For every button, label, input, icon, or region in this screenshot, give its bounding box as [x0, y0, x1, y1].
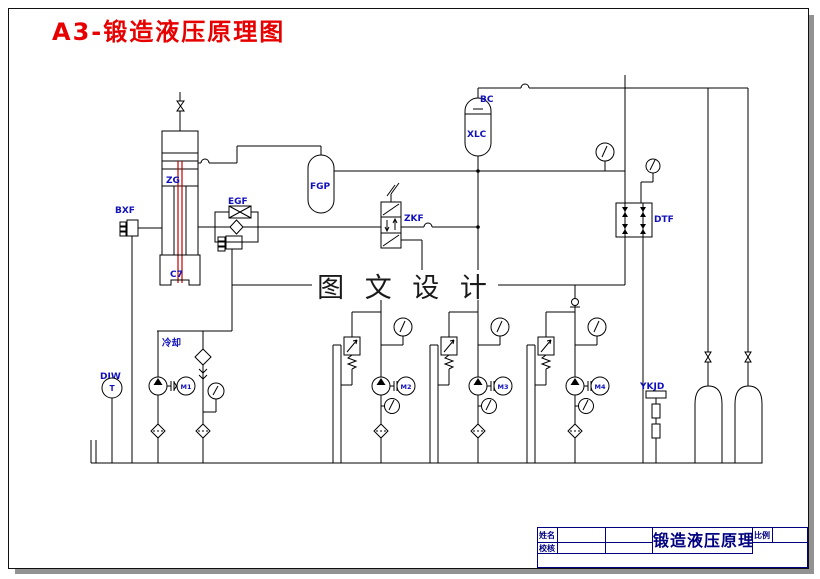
gauge-needle-icon — [601, 145, 608, 158]
label-fgp: FGP — [310, 182, 331, 192]
label-xlc: XLC — [467, 130, 487, 140]
egf-valve-block: EGF — [198, 197, 381, 331]
title-block: 姓名 校核 锻造液压原理图 比例 — [537, 527, 808, 568]
label-zg: ZG — [166, 176, 180, 186]
label-djw: DJW — [100, 372, 121, 382]
zkf-valve-group: ZKF — [380, 182, 480, 285]
watermark-halo — [312, 270, 498, 300]
label-dtf: DTF — [654, 215, 674, 225]
gas-bottle-1 — [694, 88, 723, 464]
pump-group-1: 冷却 M1 — [148, 330, 232, 463]
rod-port-line — [198, 145, 322, 164]
gas-bottle-2 — [734, 88, 763, 464]
label-bc: BC — [480, 95, 494, 105]
fgp-accumulator-group: FGP — [307, 154, 625, 214]
label-djw-t: T — [109, 384, 115, 393]
bottom-collector-line — [90, 440, 762, 464]
title-block-check-value — [558, 543, 606, 554]
pump-group-3: M3 — [429, 311, 513, 463]
title-block-check-label: 校核 — [538, 543, 558, 554]
label-egf: EGF — [228, 197, 248, 207]
label-zkf: ZKF — [404, 214, 424, 224]
check-valve-ball-icon — [571, 298, 579, 306]
breather-icon — [176, 100, 185, 112]
label-m4: M4 — [595, 383, 606, 391]
title-block-drawing-title: 锻造液压原理图 — [653, 528, 753, 554]
drawing-header-title: A3-锻造液压原理图 — [52, 18, 286, 46]
top-bus-line — [478, 83, 748, 89]
main-cylinder-group: ZG C7 — [159, 92, 201, 286]
bxf-valve-group: BXF — [115, 206, 162, 463]
xlc-accumulator-group: BC XLC — [464, 88, 494, 377]
dtf-valve-block: DTF — [595, 75, 674, 463]
label-c7: C7 — [170, 270, 183, 280]
title-block-cell — [606, 543, 653, 554]
label-m2: M2 — [401, 383, 412, 391]
label-bxf: BXF — [115, 206, 135, 216]
label-cooling: 冷却 — [162, 337, 181, 349]
title-block-cell — [606, 528, 653, 543]
watermark-text: 图 文 设 计 — [317, 273, 493, 304]
title-block-scale-value — [773, 528, 807, 543]
pump-group-2: M2 — [332, 285, 416, 463]
label-m1: M1 — [181, 383, 192, 391]
pump-group-4: M4 — [526, 285, 610, 463]
title-block-name-label: 姓名 — [538, 528, 558, 543]
bottle-valve-icon — [704, 351, 712, 363]
title-block-name-value — [558, 528, 606, 543]
ykjd-level-switch: YKJD — [639, 382, 667, 463]
label-ykjd: YKJD — [639, 382, 664, 392]
djw-temperature-gauge: DJW T — [100, 372, 123, 463]
bottle-valve-icon — [744, 351, 752, 363]
label-m3: M3 — [498, 383, 509, 391]
title-block-scale-label: 比例 — [753, 528, 773, 543]
